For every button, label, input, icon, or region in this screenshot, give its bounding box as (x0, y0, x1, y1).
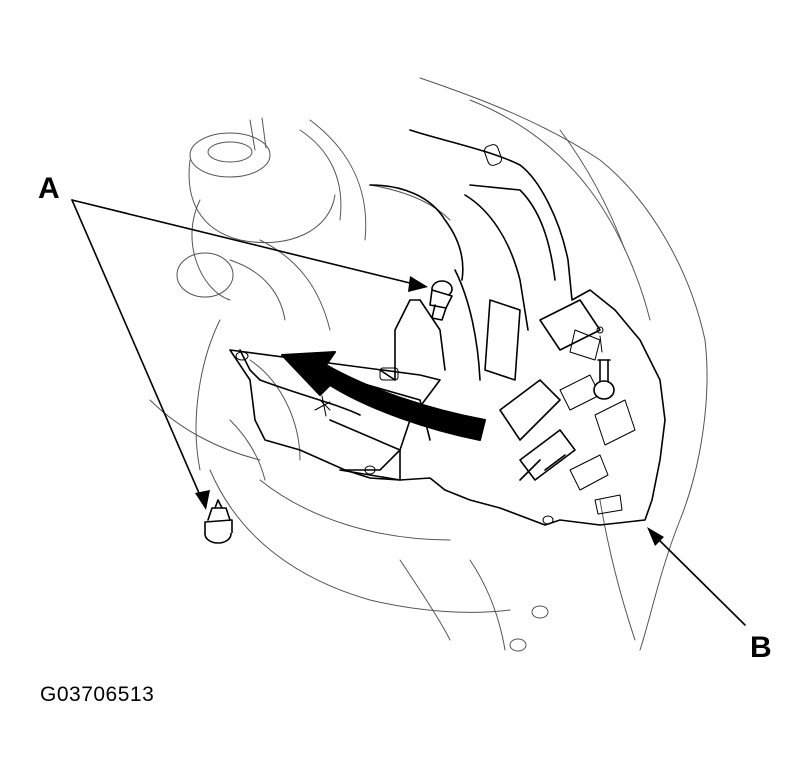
callout-b-leader (647, 527, 746, 626)
figure-id: G03706513 (40, 683, 155, 706)
clip-fastener-upper (429, 280, 453, 321)
strut-assembly (176, 117, 367, 331)
bolt-right (593, 326, 615, 400)
clip-fastener-lower (204, 499, 233, 544)
callout-label-b: B (750, 631, 772, 664)
callout-label-a: A (38, 172, 60, 205)
fender-outline (419, 77, 708, 651)
callout-a-leaders (71, 199, 428, 510)
lower-shield-panel (229, 184, 464, 481)
removal-direction-arrow (281, 351, 486, 441)
splash-shield (344, 129, 666, 526)
wheel-housing (149, 184, 549, 652)
